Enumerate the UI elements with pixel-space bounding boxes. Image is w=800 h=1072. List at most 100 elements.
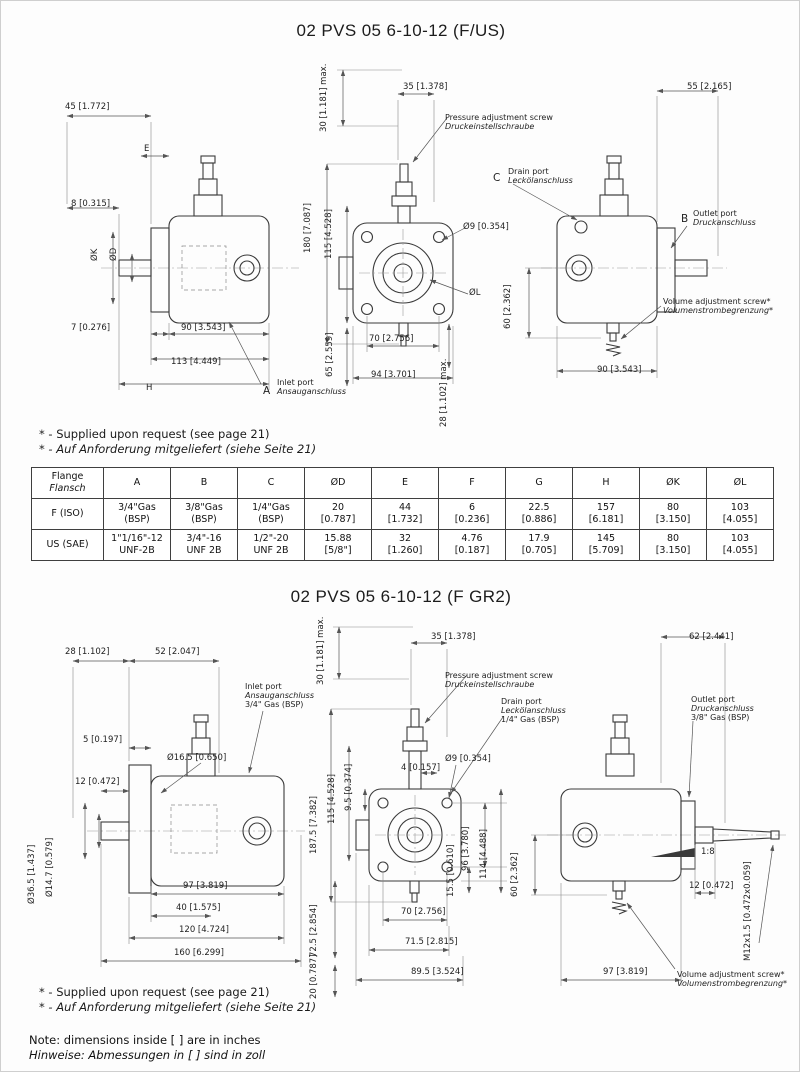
- dim-label: Ø9 [0.354]: [445, 754, 491, 764]
- section2-notes: * - Supplied upon request (see page 21) …: [39, 985, 316, 1015]
- dim-label: 35 [1.378]: [403, 82, 448, 92]
- dim-label: 94 [3.701]: [371, 370, 416, 380]
- outlet-port-label: Outlet port: [693, 209, 737, 218]
- table-cell: 157[6.181]: [572, 498, 640, 530]
- outlet-port-label-de: Druckanschluss: [693, 218, 756, 227]
- col-header: F: [438, 467, 506, 499]
- dim-label: 45 [1.772]: [65, 102, 110, 112]
- dim-label: 120 [4.724]: [179, 925, 229, 935]
- note-de: * - Auf Anforderung mitgeliefert (siehe …: [39, 1000, 317, 1014]
- dim-label: 12 [0.472]: [689, 881, 734, 891]
- table-cell: 6[0.236]: [438, 498, 506, 530]
- note-en: * - Supplied upon request (see page 21): [39, 985, 270, 999]
- table-cell: 145[5.709]: [572, 529, 640, 561]
- inlet-port-thread: 3/4" Gas (BSP): [245, 700, 304, 709]
- dim-label: 4 [0.157]: [401, 763, 441, 773]
- drain-port-label-de: Leckölanschluss: [508, 176, 573, 185]
- dim-label: 97 [3.819]: [603, 967, 648, 977]
- fus-right-view: [512, 88, 727, 378]
- table-cell: 80[3.150]: [639, 498, 707, 530]
- note-de: * - Auf Anforderung mitgeliefert (siehe …: [39, 442, 317, 456]
- table-cell: 1/4"Gas(BSP): [237, 498, 305, 530]
- col-header: ØL: [706, 467, 774, 499]
- row-label: F (ISO): [31, 498, 104, 530]
- row-label: US (SAE): [31, 529, 104, 561]
- col-header: ØK: [639, 467, 707, 499]
- table-cell: 80[3.150]: [639, 529, 707, 561]
- volume-screw-label-de: Volumenstrombegrenzung*: [677, 979, 788, 988]
- table-cell: 44[1.732]: [371, 498, 439, 530]
- col-header: ØD: [304, 467, 372, 499]
- table-cell: 4.76[0.187]: [438, 529, 506, 561]
- dim-label: 40 [1.575]: [176, 903, 221, 913]
- flange-dimension-table: Flange Flansch A B C ØD E F G H ØK ØL F …: [31, 467, 774, 561]
- dim-label: Ø36.5 [1.437]: [27, 844, 37, 904]
- port-letter-a: A: [263, 385, 271, 397]
- dim-label: 62 [2.441]: [689, 632, 734, 642]
- dim-label: 113 [4.449]: [171, 357, 221, 367]
- dim-label: 5 [0.197]: [83, 735, 123, 745]
- table-cell: 103[4.055]: [706, 529, 774, 561]
- outlet-port-label: Outlet port: [691, 695, 735, 704]
- table-cell: 20[0.787]: [304, 498, 372, 530]
- pressure-screw-label-de: Druckeinstellschraube: [445, 122, 535, 131]
- pressure-screw-label: Pressure adjustment screw: [445, 113, 553, 122]
- table-cell: 3/8"Gas(BSP): [170, 498, 238, 530]
- col-header: A: [103, 467, 171, 499]
- dim-label: 30 [1.181] max.: [319, 63, 329, 132]
- outlet-port-thread: 3/8" Gas (BSP): [691, 713, 750, 722]
- dim-label: 97 [3.819]: [183, 881, 228, 891]
- dim-label: 15.5 [0.610]: [446, 844, 456, 897]
- footer-notes: Note: dimensions inside [ ] are in inche…: [29, 1033, 265, 1063]
- dim-label: 35 [1.378]: [431, 632, 476, 642]
- col-header: E: [371, 467, 439, 499]
- pressure-screw-label: Pressure adjustment screw: [445, 671, 553, 680]
- port-letter-b: B: [681, 213, 689, 225]
- drawing-fgr2: 28 [1.102] 52 [2.047] 5 [0.197] Ø16.5 [0…: [1, 613, 799, 1013]
- table-header-row: Flange Flansch A B C ØD E F G H ØK ØL: [31, 467, 774, 499]
- dim-label: 65 [2.559]: [325, 332, 335, 377]
- col-header: H: [572, 467, 640, 499]
- dim-label: 115 [4.528]: [324, 209, 334, 259]
- dim-label: 90 [3.543]: [181, 323, 226, 333]
- dim-label: M12x1.5 [0.472x0.059]: [743, 861, 753, 961]
- drain-port-thread: 1/4" Gas (BSP): [501, 715, 560, 724]
- table-row-f-iso: F (ISO) 3/4"Gas(BSP) 3/8"Gas(BSP) 1/4"Ga…: [31, 498, 774, 530]
- inlet-port-label-de: Ansauganschluss: [245, 691, 314, 700]
- dim-label: ØK: [90, 248, 100, 261]
- dim-label: E: [144, 144, 150, 154]
- dim-label: 12 [0.472]: [75, 777, 120, 787]
- dim-label: 71.5 [2.815]: [405, 937, 458, 947]
- drain-port-label: Drain port: [508, 167, 549, 176]
- dim-label: 96 [3.780]: [461, 826, 471, 871]
- pressure-screw-label-de: Druckeinstellschraube: [445, 680, 535, 689]
- drain-port-label-de: Leckölanschluss: [501, 706, 566, 715]
- dim-label: Ø9 [0.354]: [463, 222, 509, 232]
- dim-label: 114 [4.488]: [479, 829, 489, 879]
- table-cell: 17.9[0.705]: [505, 529, 573, 561]
- dim-label: 70 [2.756]: [401, 907, 446, 917]
- drain-port-label: Drain port: [501, 697, 542, 706]
- fgr2-front-view: [328, 626, 507, 998]
- table-cell: 15.88[5/8"]: [304, 529, 372, 561]
- volume-screw-label: Volume adjustment screw*: [677, 970, 785, 979]
- dim-label: ØD: [109, 247, 119, 261]
- footer-note-en: Note: dimensions inside [ ] are in inche…: [29, 1033, 261, 1047]
- dim-label: Ø16.5 [0.650]: [167, 753, 227, 763]
- dim-label: 60 [2.362]: [510, 852, 520, 897]
- table-cell: 103[4.055]: [706, 498, 774, 530]
- fgr2-right-view: [531, 634, 789, 986]
- volume-screw-label: Volume adjustment screw*: [663, 297, 771, 306]
- dim-label: 72.5 [2.854]: [309, 904, 319, 957]
- dim-label: 28 [1.102] max.: [439, 358, 449, 427]
- section1-title: 02 PVS 05 6-10-12 (F/US): [296, 21, 506, 40]
- inlet-port-label-de: Ansauganschluss: [277, 387, 346, 396]
- taper-label: 1:8: [701, 847, 715, 857]
- dim-label: 8 [0.315]: [71, 199, 111, 209]
- dim-label: 55 [2.165]: [687, 82, 732, 92]
- col-header-flange: Flange Flansch: [31, 467, 104, 499]
